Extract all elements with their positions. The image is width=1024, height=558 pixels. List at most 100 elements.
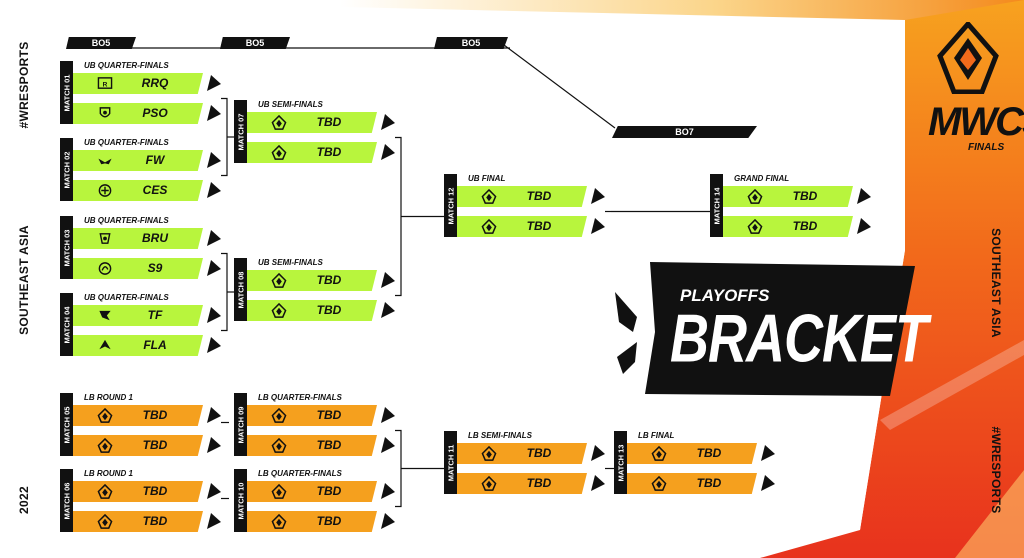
advance-arrow-icon [207, 182, 221, 198]
tbd-emblem-icon [271, 115, 287, 130]
team-name: TBD [142, 514, 168, 528]
match-number: MATCH 12 [446, 187, 455, 224]
ces-logo-icon [98, 184, 112, 197]
advance-arrow-icon [207, 105, 221, 121]
stage-title: LB SEMI-FINALS [468, 431, 532, 440]
stage-title: LB ROUND 1 [84, 469, 133, 478]
tbd-emblem-icon [747, 219, 763, 234]
team-row: TBD [73, 481, 203, 502]
advance-arrow-icon [207, 337, 221, 353]
team-name: TBD [696, 446, 722, 460]
stage-title: UB SEMI-FINALS [258, 100, 323, 109]
team-name: TBD [526, 219, 552, 233]
tbd-emblem-icon [271, 514, 287, 529]
advance-arrow-icon [591, 475, 605, 491]
tbd-emblem-icon [271, 145, 287, 160]
team-row: TBD [247, 270, 377, 291]
team-name: TBD [316, 145, 342, 159]
mwcs-logo-subtext: FINALS [968, 142, 1005, 153]
team-name: TBD [526, 189, 552, 203]
stage-title: UB QUARTER-FINALS [84, 293, 169, 302]
stage-title: UB SEMI-FINALS [258, 258, 323, 267]
fla-logo-icon [99, 339, 111, 350]
stage-title: UB QUARTER-FINALS [84, 138, 169, 147]
match-number-tab: MATCH 08 [234, 258, 247, 321]
match-number-tab: MATCH 13 [614, 431, 627, 494]
fw-logo-icon [98, 158, 112, 165]
match-number-tab: MATCH 12 [444, 174, 457, 237]
team-row: TBD [73, 511, 203, 532]
match-number: MATCH 08 [236, 271, 245, 308]
team-row: TBD [247, 405, 377, 426]
team-name: BRU [142, 231, 168, 245]
advance-arrow-icon [381, 483, 395, 499]
format-label: BO5 [245, 38, 265, 48]
team-row: TBD [247, 511, 377, 532]
match-number-tab: MATCH 11 [444, 431, 457, 494]
tf-logo-icon [99, 310, 111, 321]
tbd-emblem-icon [481, 219, 497, 234]
advance-arrow-icon [381, 437, 395, 453]
format-bar [612, 126, 757, 138]
team-row: CES [73, 180, 203, 201]
team-name: TBD [316, 408, 342, 422]
team-name: TBD [316, 438, 342, 452]
team-name: TBD [316, 514, 342, 528]
match-number: MATCH 07 [236, 113, 245, 150]
team-name: S9 [147, 261, 163, 275]
team-name: TBD [526, 446, 552, 460]
advance-arrow-icon [591, 445, 605, 461]
match-number: MATCH 06 [62, 482, 71, 519]
svg-text:R: R [103, 81, 108, 88]
format-label: BO5 [461, 38, 481, 48]
stage-title: LB QUARTER-FINALS [258, 469, 342, 478]
connector-line [221, 252, 228, 332]
advance-arrow-icon [207, 230, 221, 246]
team-name: TBD [316, 303, 342, 317]
stage-title: UB FINAL [468, 174, 506, 183]
team-row: TBD [457, 473, 587, 494]
format-label: BO7 [675, 127, 694, 137]
tbd-emblem-icon [481, 446, 497, 461]
team-name: TBD [316, 115, 342, 129]
advance-arrow-icon [207, 260, 221, 276]
format-bar [220, 37, 290, 49]
match-number: MATCH 14 [712, 187, 721, 224]
advance-arrow-icon [381, 513, 395, 529]
title-playoffs: PLAYOFFS [680, 286, 770, 305]
match-number: MATCH 04 [62, 306, 71, 343]
match-number-tab: MATCH 01 [60, 61, 73, 124]
format-bar [434, 37, 508, 49]
team-row: TBD [247, 481, 377, 502]
team-row: TBD [247, 142, 377, 163]
stage-title: UB QUARTER-FINALS [84, 216, 169, 225]
match-number-tab: MATCH 05 [60, 393, 73, 456]
connector-line [395, 136, 402, 297]
team-row: TBD [457, 216, 587, 237]
team-row: FW [73, 150, 203, 171]
team-name: TBD [792, 219, 818, 233]
team-row: TBD [627, 443, 757, 464]
team-name: PSO [142, 106, 168, 120]
match-number: MATCH 02 [62, 151, 71, 188]
stage-title: LB FINAL [638, 431, 675, 440]
tbd-emblem-icon [271, 273, 287, 288]
tbd-emblem-icon [97, 484, 113, 499]
team-name: TF [147, 308, 163, 322]
connector-line [221, 97, 228, 177]
advance-arrow-icon [207, 483, 221, 499]
team-row: S9 [73, 258, 203, 279]
team-name: TBD [526, 476, 552, 490]
team-row: TBD [457, 443, 587, 464]
match-number: MATCH 11 [446, 444, 455, 481]
team-row: TBD [723, 216, 853, 237]
advance-arrow-icon [207, 75, 221, 91]
team-row: TBD [627, 473, 757, 494]
team-name: TBD [792, 189, 818, 203]
team-name: TBD [142, 408, 168, 422]
tbd-emblem-icon [97, 408, 113, 423]
connector-line [395, 429, 402, 508]
mwcs-emblem-icon [937, 22, 999, 94]
